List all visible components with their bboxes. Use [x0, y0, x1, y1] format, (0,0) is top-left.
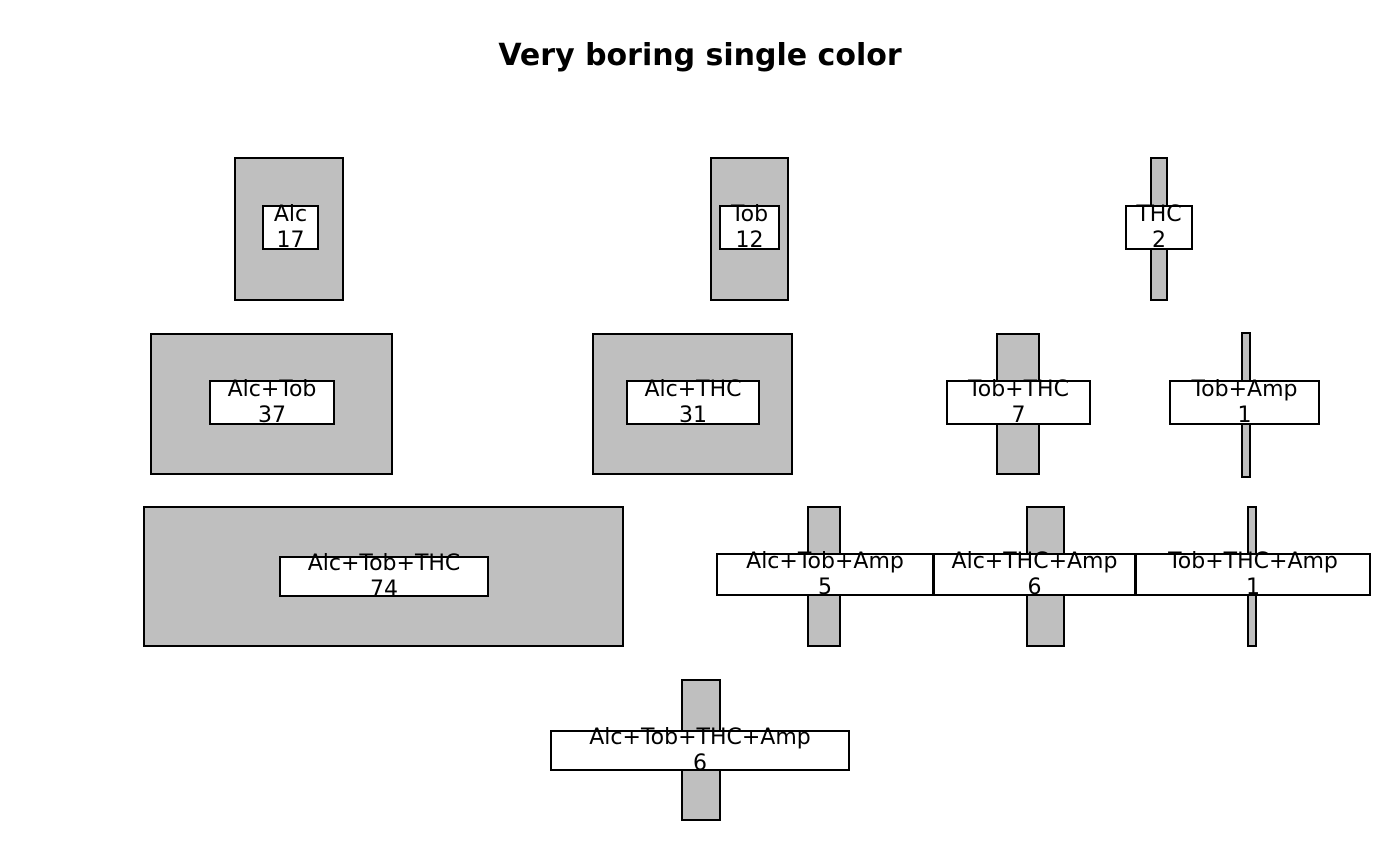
- mosaic-cell-label-box: [716, 553, 934, 596]
- mosaic-cell-label-box: [279, 556, 489, 597]
- mosaic-cell-label-box: [1125, 205, 1193, 250]
- mosaic-cell-label-box: [626, 380, 760, 425]
- mosaic-cell-label-box: [1169, 380, 1320, 425]
- mosaic-cell-label-box: [550, 730, 850, 771]
- mosaic-cell-label-box: [262, 205, 319, 250]
- page-title: Very boring single color: [498, 38, 902, 73]
- mosaic-cell-label-box: [209, 380, 335, 425]
- mosaic-cell-label-box: [933, 553, 1136, 596]
- mosaic-cell-label-box: [719, 205, 780, 250]
- mosaic-cell-label-box: [946, 380, 1091, 425]
- mosaic-cell-label-box: [1135, 553, 1371, 596]
